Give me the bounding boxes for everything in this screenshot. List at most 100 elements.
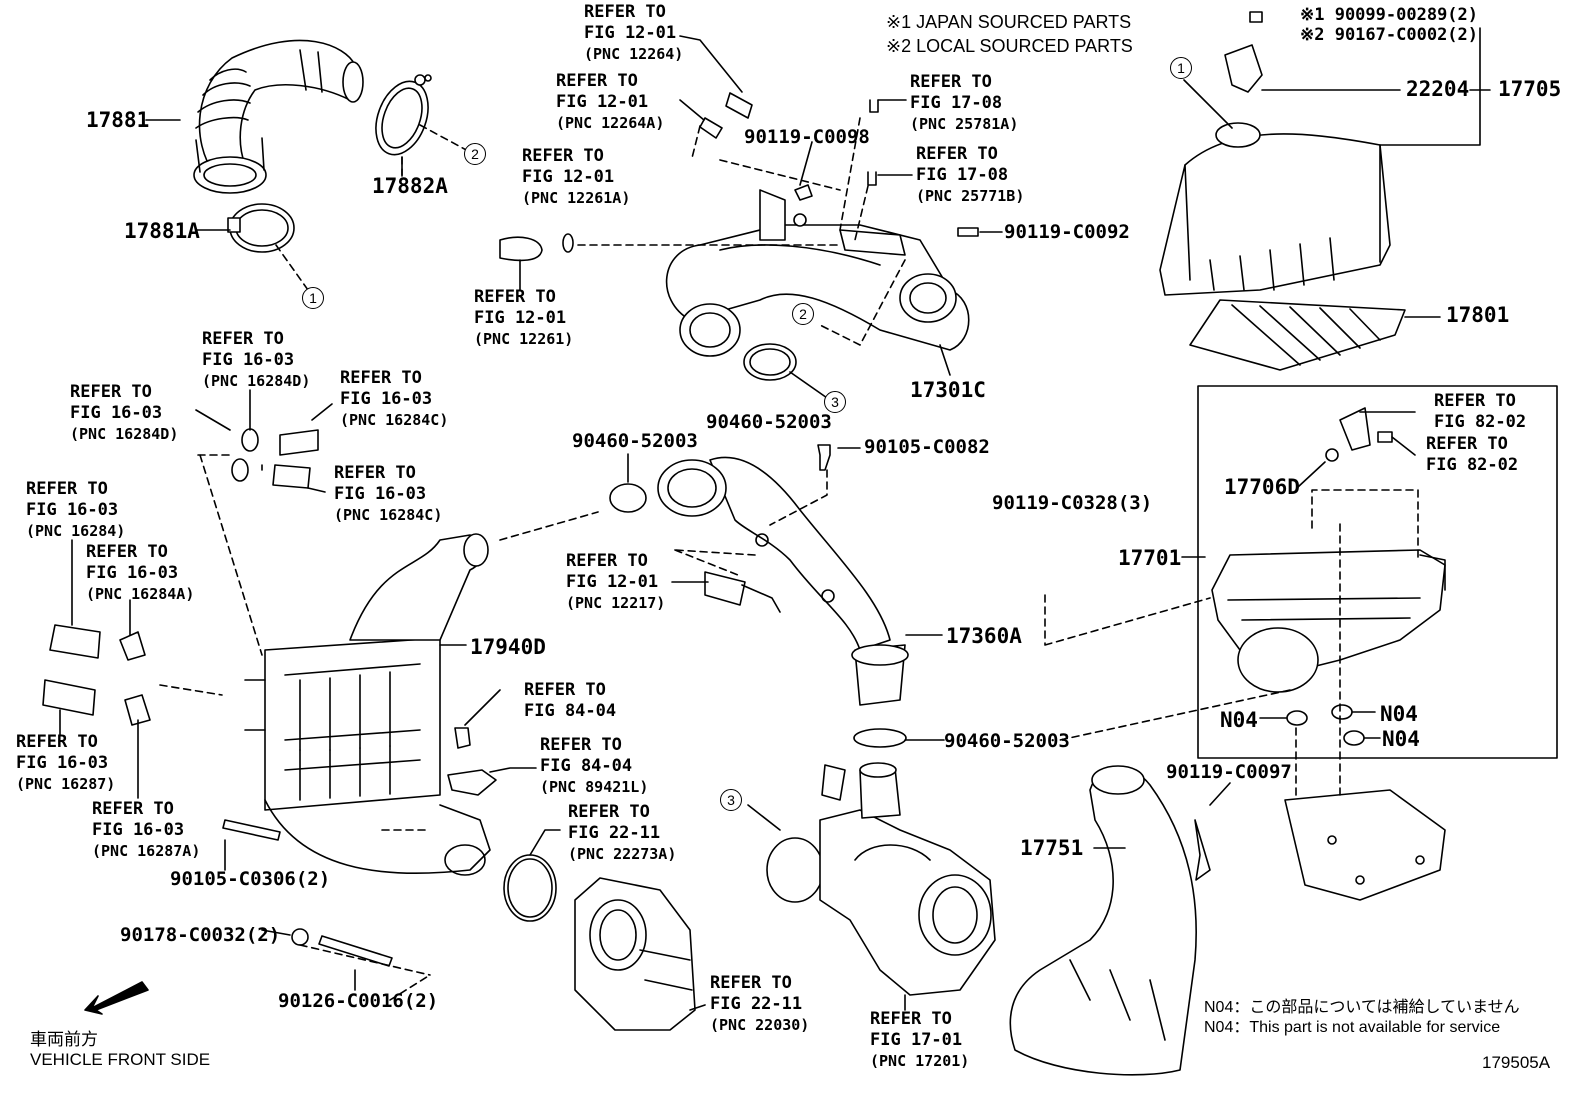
callout-2-pipe: 2: [792, 303, 814, 325]
bolt-90119-C0098: [794, 184, 813, 201]
leaders-hose: [145, 119, 403, 231]
air-cleaner-case-17701-drawing: [1211, 407, 1446, 693]
ref-fig-17-08-pnc-25781A: REFER TO FIG 17-08 (PNC 25781A): [910, 72, 1019, 133]
leader-lines-intercooler: [159, 454, 431, 1001]
turbocharger-17201-drawing: [766, 728, 996, 996]
hoses-16284-16287: [42, 428, 319, 726]
leaders-throttle: [529, 829, 706, 1011]
bolt-90105-C0082: [817, 444, 831, 471]
ref-fig-16-03-pnc-16287: REFER TO FIG 16-03 (PNC 16287): [16, 732, 116, 793]
gasket-22273A: [503, 854, 557, 922]
ref-fig-16-03-pnc-16284C-b: REFER TO FIG 16-03 (PNC 16284C): [334, 463, 443, 524]
sensor-12217-lead: [741, 584, 781, 613]
hose-stub-12261: [499, 236, 543, 262]
hose-25781A: [869, 99, 879, 113]
leader-lines-hose: [275, 124, 471, 291]
ref-fig-16-03-pnc-16284C-a: REFER TO FIG 16-03 (PNC 16284C): [340, 368, 449, 429]
callout-3-turbo: 3: [720, 789, 742, 811]
ref-fig-82-02-a: REFER TO FIG 82-02: [1434, 391, 1527, 432]
ref-fig-16-03-pnc-16284: REFER TO FIG 16-03 (PNC 16284): [26, 479, 126, 540]
part-17881A: 17881A: [124, 219, 200, 243]
part-17751: 17751: [1020, 836, 1084, 860]
clamp-90460-upper-drawing: [743, 343, 797, 381]
ref-fig-22-11-pnc-22030: REFER TO FIG 22-11 (PNC 22030): [710, 973, 810, 1034]
front-arrow-icon: [84, 981, 149, 1015]
ref-fig-12-01-pnc-12217: REFER TO FIG 12-01 (PNC 12217): [566, 551, 666, 612]
leader-lines-case: [1044, 489, 1419, 801]
bolt-90119-C0097: [1194, 819, 1211, 881]
callout-2-hose: 2: [464, 143, 486, 165]
ref-fig-22-11-pnc-22273A: REFER TO FIG 22-11 (PNC 22273A): [568, 802, 677, 863]
part-90126-C0016: 90126-C0016(2): [278, 990, 439, 1012]
callout-1-top: 1: [1170, 57, 1192, 79]
part-90119-C0098: 90119-C0098: [744, 126, 870, 148]
part-17360A: 17360A: [946, 624, 1022, 648]
part-17706D: 17706D: [1224, 475, 1300, 499]
part-90460-52003-upper: 90460-52003: [706, 411, 832, 433]
leaders-sensor: [464, 689, 537, 773]
part-17301C: 17301C: [910, 378, 986, 402]
leaders-pipe: [519, 35, 1003, 401]
air-hose-17881-drawing: [193, 39, 364, 194]
vehicle-front-label-en: VEHICLE FRONT SIDE: [30, 1050, 211, 1069]
part-90460-52003-lower: 90460-52003: [944, 730, 1070, 752]
part-N04-lower: N04: [1382, 727, 1420, 751]
bolt-ref-japan: ※1 90099-00289(2): [1300, 5, 1479, 25]
air-filter-17801-drawing: [1189, 299, 1406, 371]
bracket-drawing: [1284, 789, 1446, 901]
part-17705: 17705: [1498, 77, 1562, 101]
ref-fig-84-04-a: REFER TO FIG 84-04: [524, 680, 617, 721]
ref-fig-17-01-pnc-17201: REFER TO FIG 17-01 (PNC 17201): [870, 1009, 970, 1070]
part-90119-C0097: 90119-C0097: [1166, 761, 1292, 783]
intake-pipe-17301C-drawing: [665, 189, 970, 357]
ref-fig-82-02-b: REFER TO FIG 82-02: [1426, 434, 1519, 475]
leaders-intercooler: [59, 389, 467, 991]
callout-3-clamp: 3: [824, 391, 846, 413]
intercooler-17940D-drawing: [244, 533, 491, 876]
n04-note-jp: N04：この部品については補給していません: [1204, 999, 1520, 1016]
bolt-90119-C0092: [957, 227, 979, 237]
leaders-turbo: [747, 739, 945, 1011]
clip-12264A: [699, 117, 723, 139]
ref-fig-17-08-pnc-25771B: REFER TO FIG 17-08 (PNC 25771B): [916, 144, 1025, 205]
part-N04-right: N04: [1380, 702, 1418, 726]
leaders-case: [1181, 411, 1416, 739]
sensor-89421L: [447, 769, 497, 796]
clamp-90460-mid: [609, 483, 647, 513]
clamp-17881A-drawing: [227, 203, 295, 253]
ref-fig-12-01-pnc-12261A: REFER TO FIG 12-01 (PNC 12261A): [522, 146, 631, 207]
air-cleaner-cap-17705-drawing: [1159, 11, 1391, 296]
ref-fig-12-01-pnc-12261: REFER TO FIG 12-01 (PNC 12261): [474, 287, 574, 348]
part-90178-C0032: 90178-C0032(2): [120, 924, 281, 946]
intercooler-pipe-17360A-drawing: [657, 456, 909, 706]
grommets-N04: [1286, 704, 1365, 746]
leaders-cleaner: [1183, 27, 1491, 318]
inlet-duct-17751-drawing: [1009, 765, 1197, 1076]
leaders-duct: [1093, 782, 1231, 849]
part-90105-C0082: 90105-C0082: [864, 436, 990, 458]
leader-lines-pipe2: [499, 469, 828, 576]
clip-12261A: [562, 233, 574, 253]
part-17882A: 17882A: [372, 174, 448, 198]
figure-id: 179505A: [1482, 1053, 1551, 1072]
part-90119-C0092: 90119-C0092: [1004, 221, 1130, 243]
throttle-body-22030-drawing: [574, 877, 696, 1031]
ref-fig-16-03-pnc-16287A: REFER TO FIG 16-03 (PNC 16287A): [92, 799, 201, 860]
ref-fig-16-03-pnc-16284A: REFER TO FIG 16-03 (PNC 16284A): [86, 542, 195, 603]
hose-25771B: [867, 171, 877, 186]
ref-fig-12-01-pnc-12264: REFER TO FIG 12-01 (PNC 12264): [584, 2, 684, 63]
part-17701: 17701: [1118, 546, 1182, 570]
sensor-12217: [704, 571, 746, 606]
clamp-17882A-drawing: [375, 74, 432, 156]
ref-fig-12-01-pnc-12264A: REFER TO FIG 12-01 (PNC 12264A): [556, 71, 665, 132]
part-90119-C0328: 90119-C0328(3): [992, 492, 1153, 514]
leaders-pipe2: [627, 447, 943, 636]
part-17940D: 17940D: [470, 635, 546, 659]
part-17801: 17801: [1446, 303, 1510, 327]
callout-1-left: 1: [302, 287, 324, 309]
n04-note-en: N04：This part is not available for servi…: [1204, 1019, 1501, 1036]
part-90105-C0306: 90105-C0306(2): [170, 868, 331, 890]
bolt-84-04: [454, 727, 471, 749]
bolt-ref-local: ※2 90167-C0002(2): [1300, 25, 1479, 45]
